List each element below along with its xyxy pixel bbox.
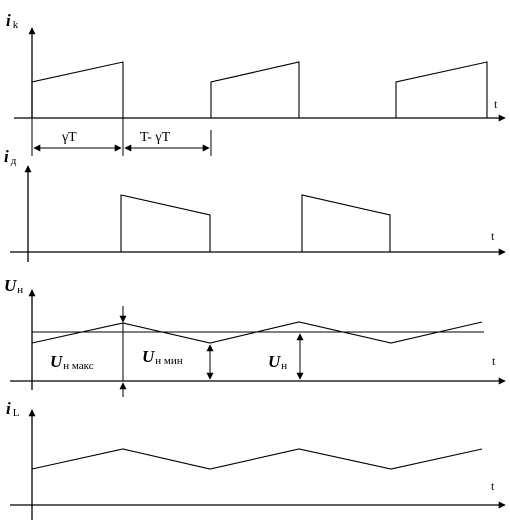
il-time-label: t: [491, 479, 495, 493]
id-label-main: i: [4, 147, 9, 166]
un-avg-sub: н: [281, 360, 287, 372]
un-max-main: U: [50, 352, 63, 371]
un-label-sub: н: [17, 284, 23, 296]
period-on-label: γT: [61, 130, 77, 145]
un-min-main: U: [142, 347, 155, 366]
il-current-wave: [31, 448, 483, 470]
un-label-main: U: [4, 276, 17, 295]
ik-label-sub: k: [13, 19, 19, 31]
ik-pulse-3: [395, 61, 488, 118]
ik-time-label: t: [494, 97, 498, 111]
un-avg-main: U: [268, 352, 281, 371]
ik-label-main: i: [6, 11, 11, 30]
un-label: Uн: [4, 276, 23, 296]
un-min-annotation: Uн мин: [142, 347, 183, 367]
ik-pulse-2: [210, 61, 300, 118]
panel-un: Uн t Uн макс Uн мин Uн: [4, 276, 506, 397]
un-max-sub: н макс: [63, 360, 93, 372]
il-label-main: i: [6, 399, 11, 418]
id-label-sub: д: [11, 155, 17, 167]
id-pulse-1: [120, 194, 211, 252]
ik-pulse-1: [31, 61, 124, 118]
period-off-label: T- γT: [140, 130, 171, 145]
un-min-sub: н мин: [155, 355, 182, 367]
un-time-label: t: [492, 354, 496, 368]
il-label-sub: L: [13, 407, 20, 419]
id-pulse-2: [301, 194, 391, 252]
un-max-annotation: Uн макс: [50, 352, 94, 372]
un-avg-annotation: Uн: [268, 352, 287, 372]
id-time-label: t: [491, 229, 495, 243]
